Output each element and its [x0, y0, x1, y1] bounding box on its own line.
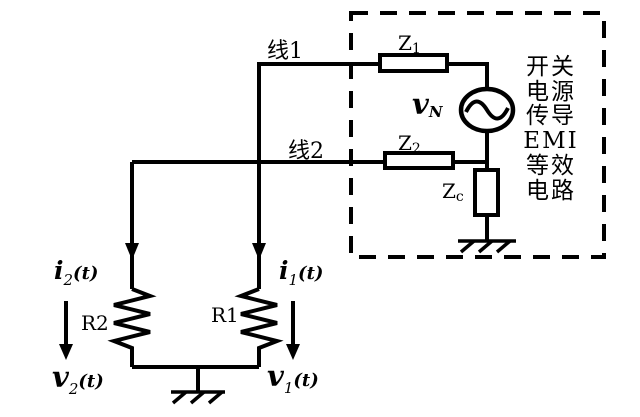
line1-wire [257, 62, 380, 289]
current-arrow-i1 [252, 243, 266, 260]
voltage-v2-label: v2(t) [52, 360, 104, 398]
current-arrow-i2 [125, 243, 139, 260]
sine-wave-icon [464, 99, 510, 121]
noise-source [458, 86, 516, 134]
resistor-r2-label: R2 [81, 311, 109, 335]
impedance-z1-label: Z1 [398, 31, 421, 57]
voltage-arrow-v2 [59, 301, 73, 360]
voltage-arrow-v1 [286, 301, 300, 360]
ground-symbol-source [458, 239, 516, 254]
line1-label: 线1 [267, 39, 303, 64]
caption-line-6: 电路 [526, 178, 576, 204]
voltage-v1-label: v1(t) [267, 359, 319, 397]
line2-label: 线2 [288, 139, 324, 164]
impedance-z1-box [378, 53, 449, 73]
caption-line-2: 电源 [526, 79, 576, 105]
caption-line-3: 传导 [526, 103, 576, 129]
voltage-arrows [59, 301, 300, 360]
impedance-zc-box [473, 168, 500, 217]
impedance-zc-label: Zc [442, 179, 464, 205]
wires [130, 62, 489, 392]
impedance-z2-box [383, 151, 455, 170]
impedance-boxes [378, 53, 500, 217]
caption-line-4: EMI [523, 128, 578, 154]
noise-source-label: vN [412, 87, 444, 121]
resistor-r1-zigzag [234, 287, 284, 367]
z1-to-source-wire [447, 62, 489, 89]
ground-symbol-load [171, 390, 225, 405]
current-i2-label: i2(t) [54, 256, 98, 289]
current-i1-label: i1(t) [279, 256, 323, 289]
box-caption: 开关 电源 传导 EMI 等效 电路 [523, 54, 578, 204]
resistors [107, 287, 284, 367]
current-arrows [125, 243, 266, 260]
caption-line-5: 等效 [526, 153, 576, 179]
ground-symbols [171, 239, 516, 405]
resistor-r1-label: R1 [211, 303, 239, 327]
resistor-r2-zigzag [107, 287, 157, 367]
dashed-boundary-box [349, 11, 606, 259]
caption-line-1: 开关 [526, 54, 576, 80]
impedance-z2-label: Z2 [398, 131, 421, 157]
